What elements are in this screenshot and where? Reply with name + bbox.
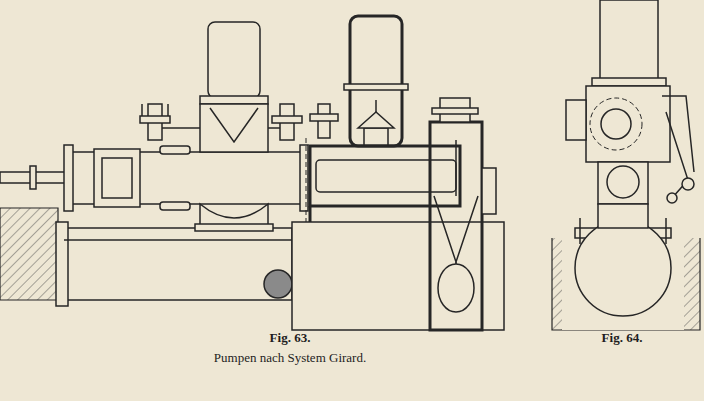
suction-main bbox=[575, 220, 671, 316]
figure-caption: Pumpen nach System Girard. bbox=[214, 350, 366, 366]
pump-section bbox=[292, 16, 504, 330]
pipe-flange bbox=[56, 222, 68, 306]
bonnet-flange bbox=[310, 114, 338, 121]
bonnet-flange bbox=[272, 116, 302, 123]
pipe-flange bbox=[592, 78, 666, 86]
cover-plate bbox=[102, 158, 132, 198]
valve-box bbox=[586, 86, 670, 162]
cover-outline bbox=[590, 98, 642, 150]
figure-number: Fig. 63. bbox=[270, 330, 311, 346]
bonnet-flange bbox=[140, 116, 170, 123]
column-flange bbox=[482, 168, 496, 214]
section-wall bbox=[309, 206, 312, 222]
valve-chest bbox=[200, 104, 268, 152]
side-boss bbox=[566, 100, 586, 140]
rising-pipe bbox=[600, 0, 658, 80]
pump-base-box bbox=[292, 222, 504, 330]
valve-stem bbox=[375, 100, 377, 112]
pipe-line bbox=[64, 239, 292, 241]
cover-boss bbox=[601, 109, 631, 139]
bolt bbox=[665, 218, 667, 244]
valve-stem bbox=[455, 262, 457, 264]
cylinder-flange bbox=[64, 145, 73, 211]
linkage-arm bbox=[662, 96, 694, 172]
pipe-opening bbox=[264, 270, 292, 298]
foundation-hatch bbox=[0, 208, 58, 300]
pivot bbox=[667, 193, 677, 203]
valve-column bbox=[430, 122, 482, 330]
vessel-flange bbox=[344, 84, 408, 90]
air-vessel-section bbox=[350, 16, 402, 146]
boss bbox=[160, 146, 190, 154]
plunger-cylinder bbox=[310, 146, 460, 206]
valve-funnel bbox=[434, 196, 478, 262]
figure-number: Fig. 64. bbox=[602, 330, 643, 346]
cylinder-flange bbox=[300, 145, 308, 211]
air-vessel bbox=[208, 22, 260, 98]
bonnet-pipe bbox=[268, 127, 280, 129]
bolt bbox=[579, 218, 581, 244]
valve-disc bbox=[358, 112, 394, 128]
pivot bbox=[682, 178, 694, 190]
lower-valve bbox=[438, 264, 474, 312]
valve-seat bbox=[210, 108, 258, 142]
saddle bbox=[598, 204, 648, 228]
neck bbox=[598, 162, 648, 204]
boss bbox=[160, 202, 190, 210]
rod-collar bbox=[30, 166, 36, 189]
bonnet-pipe bbox=[162, 127, 200, 129]
bonnet-flange bbox=[432, 108, 478, 114]
chamber-flange bbox=[195, 224, 273, 231]
plunger bbox=[316, 160, 456, 192]
suction-pipe bbox=[64, 228, 292, 300]
cylinder-end bbox=[607, 166, 639, 198]
valve-stem bbox=[455, 140, 457, 196]
pump-elevation bbox=[0, 22, 308, 306]
stud bbox=[141, 104, 143, 116]
vessel-flange bbox=[200, 96, 268, 104]
pump-end-view bbox=[552, 0, 700, 330]
stud bbox=[167, 104, 169, 116]
valve-guide bbox=[364, 128, 388, 146]
cover-box bbox=[94, 149, 140, 207]
